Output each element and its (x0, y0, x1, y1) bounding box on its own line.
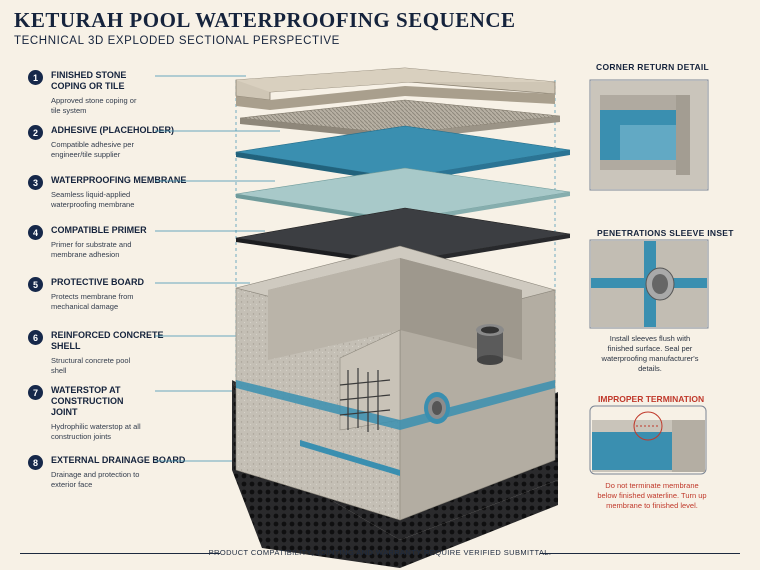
step-number-badge: 7 (28, 385, 43, 400)
footer-rule-left (20, 553, 220, 554)
step-7-waterstop: 7 WATERSTOP AT CONSTRUCTION JOINT Hydrop… (28, 385, 188, 442)
step-description: Structural concrete pool shell (51, 356, 131, 375)
step-3-membrane: 3 WATERPROOFING MEMBRANE Seamless liquid… (28, 175, 188, 210)
step-description: Drainage and protection to exterior face (51, 470, 140, 489)
footer-note: PRODUCT COMPATIBILITY, JOINTING AND WARR… (208, 548, 552, 557)
step-description: Seamless liquid-applied waterproofing me… (51, 190, 135, 209)
step-number-badge: 5 (28, 277, 43, 292)
step-number-badge: 8 (28, 455, 43, 470)
coping-layer (235, 67, 556, 110)
step-number-badge: 1 (28, 70, 43, 85)
step-label: WATERSTOP AT CONSTRUCTION JOINT (51, 385, 124, 417)
penetration-inset-art (591, 241, 707, 327)
drainage-board (232, 380, 558, 568)
step-label: REINFORCED CONCRETE SHELL (51, 330, 164, 351)
page-title: KETURAH POOL WATERPROOFING SEQUENCE (14, 8, 516, 32)
step-label: EXTERNAL DRAINAGE BOARD (51, 455, 186, 465)
improper-termination-title: IMPROPER TERMINATION (598, 394, 705, 404)
corner-return-title: CORNER RETURN DETAIL (596, 62, 710, 72)
concrete-shell (235, 245, 557, 521)
step-number-badge: 2 (28, 125, 43, 140)
step-number-badge: 4 (28, 225, 43, 240)
step-label: FINISHED STONE COPING OR TILE (51, 70, 127, 91)
step-4-primer: 4 COMPATIBLE PRIMER Primer for substrate… (28, 225, 188, 260)
step-description: Hydrophilic waterstop at all constructio… (51, 422, 141, 441)
step-description: Compatible adhesive per engineer/tile su… (51, 140, 134, 159)
step-label: ADHESIVE (PLACEHOLDER) (51, 125, 175, 135)
step-description: Primer for substrate and membrane adhesi… (51, 240, 132, 259)
improper-inset-art (592, 411, 705, 472)
step-description: Protects membrane from mechanical damage (51, 292, 134, 311)
step-description: Approved stone coping or tile system (51, 96, 137, 115)
footer-rule-right (540, 553, 740, 554)
improper-termination-note: Do not terminate membrane below finished… (597, 481, 707, 510)
step-label: COMPATIBLE PRIMER (51, 225, 147, 235)
step-label: PROTECTIVE BOARD (51, 277, 145, 287)
step-number-badge: 3 (28, 175, 43, 190)
page-subtitle: TECHNICAL 3D EXPLODED SECTIONAL PERSPECT… (14, 35, 340, 47)
step-6-concrete-shell: 6 REINFORCED CONCRETE SHELL Structural c… (28, 330, 188, 376)
step-1-coping: 1 FINISHED STONE COPING OR TILE Approved… (28, 70, 188, 116)
step-number-badge: 6 (28, 330, 43, 345)
penetration-note: Install sleeves flush with finished surf… (601, 334, 699, 373)
step-2-adhesive: 2 ADHESIVE (PLACEHOLDER) Compatible adhe… (28, 125, 188, 160)
step-5-protective-board: 5 PROTECTIVE BOARD Protects membrane fro… (28, 277, 188, 312)
step-8-drainage-board: 8 EXTERNAL DRAINAGE BOARD Drainage and p… (28, 455, 188, 490)
step-label: WATERPROOFING MEMBRANE (51, 175, 187, 185)
corner-inset-art (591, 81, 707, 189)
penetration-inset-title: PENETRATIONS SLEEVE INSET (597, 228, 734, 238)
